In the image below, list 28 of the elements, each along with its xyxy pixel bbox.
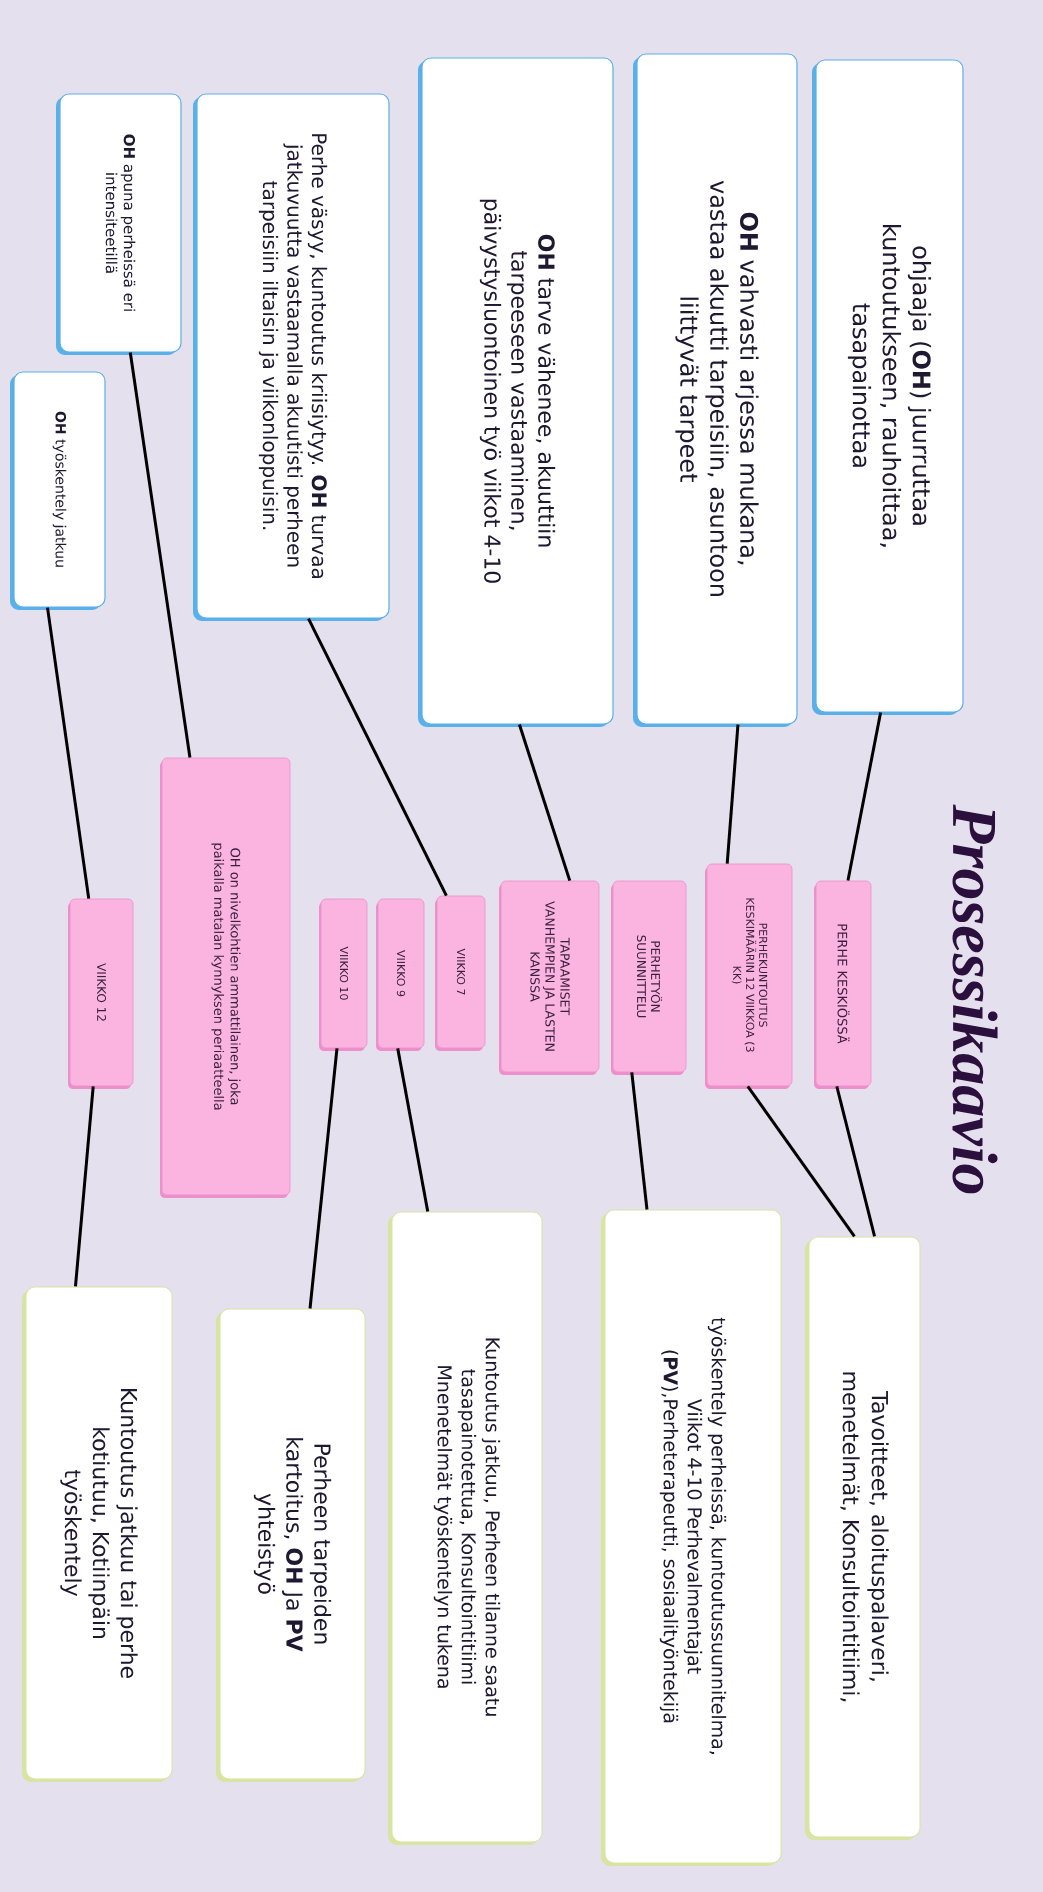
title: Prosessikaavio: [952, 804, 998, 1194]
connector-line: [307, 617, 448, 897]
connector-line: [846, 712, 883, 881]
description-card: Tavoitteet, aloituspalaveri, menetelmät, Konsultointitiimi,: [805, 1236, 921, 1840]
stage-box: VIIKKO 9: [376, 898, 425, 1051]
stage-box: VIIKKO 10: [319, 898, 368, 1051]
stage-box: TAPAAMISET VANHEMPIEN JA LASTEN KANSSA: [499, 880, 600, 1075]
stage-box: VIIKKO 7: [435, 895, 486, 1051]
stage-box: VIIKKO 12: [68, 898, 134, 1089]
connector-line: [746, 1085, 856, 1238]
description-card: Kuntoutus jatkuu tai perhe kotiutuu, Kotiinpäin työskentely: [22, 1286, 173, 1782]
stage-box: PERHETYÖN SUUNNITTELU: [611, 880, 687, 1075]
connector-line: [396, 1048, 430, 1212]
connector-line: [835, 1086, 877, 1237]
note-card: OH apuna perheissä eri intensiteetillä: [56, 93, 182, 355]
stage-box: PERHEKUNTOUTUS KESKIMÄÄRIN 12 VIIKKOA (3 KK): [705, 863, 793, 1089]
stage-box: OH on nivelkohtien ammattilainen, joka paikalla matalan kynnyksen periaatteella: [160, 757, 291, 1198]
connector-line: [128, 352, 192, 758]
connector-line: [308, 1048, 339, 1309]
connector-line: [46, 607, 91, 899]
connector-line: [518, 724, 572, 882]
note-card: OH työskentely jatkuu: [10, 371, 106, 610]
stage-box: PERHE KESKIÖSSÄ: [814, 880, 872, 1089]
connector-line: [630, 1072, 649, 1210]
description-card: Kuntoutus jatkuu, Perheen tilanne saatu tasapainotettua, Konsultointitiimi Mnenetelmät työskentelyn tukena: [388, 1211, 543, 1845]
description-card: työskentely perheissä, kuntoutussuunnitelma, Viikot 4-10 Perhevalmentajat (PV),Perheterapeutti, sosiaalityöntekijä: [601, 1209, 782, 1866]
connector-line: [725, 724, 740, 864]
connector-line: [74, 1086, 95, 1287]
